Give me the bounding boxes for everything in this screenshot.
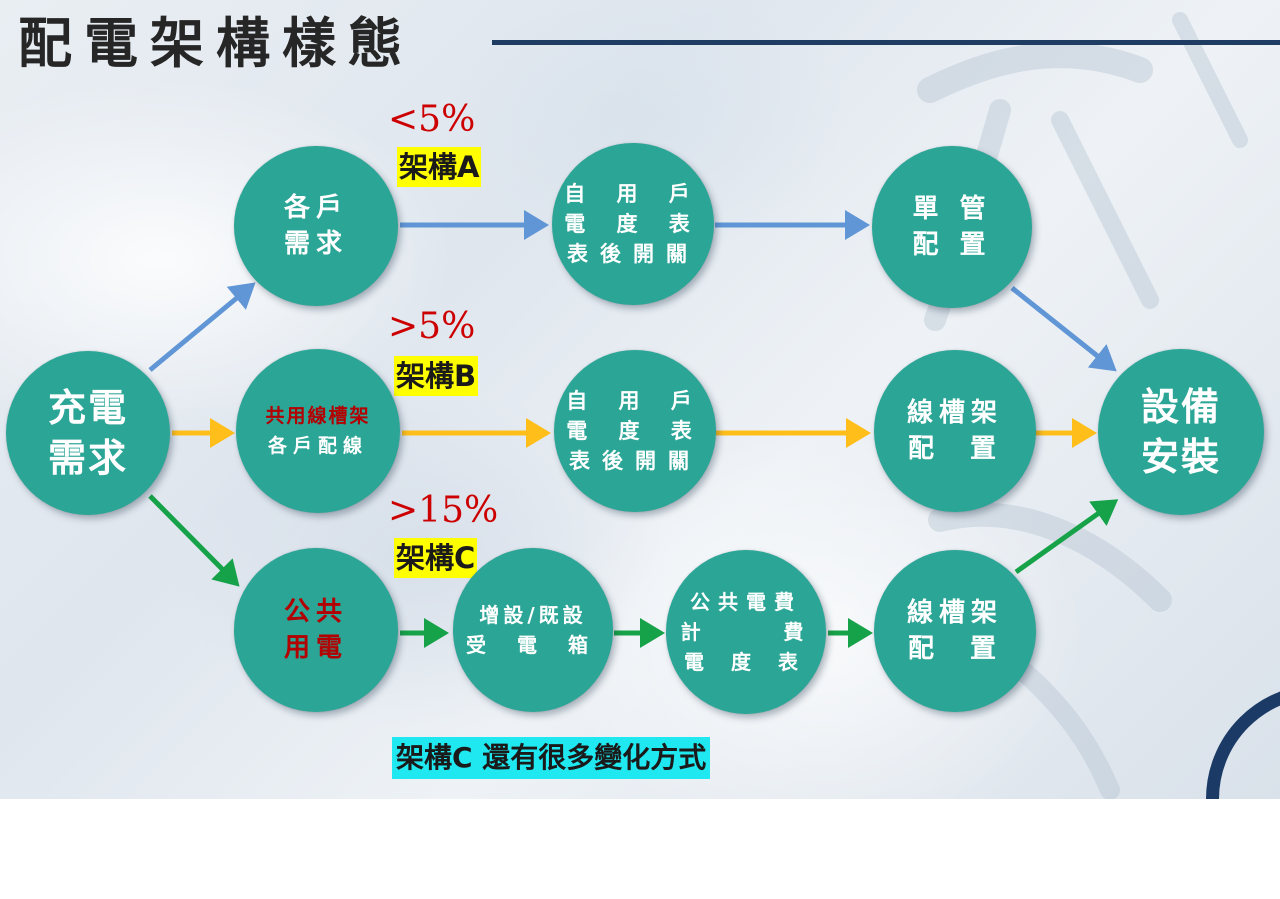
arrow-single-pipe-to-install [1010, 286, 1117, 372]
page-title: 配電架構樣態 [18, 12, 414, 75]
node-line: 需求 [283, 229, 348, 259]
node-meter-a: 自 用 戶 電 度 表 表後開關 [552, 143, 714, 305]
node-line: 共用線槽架 [265, 405, 371, 427]
node-line: 用電 [283, 633, 348, 663]
node-line: 線槽架 [906, 398, 1003, 428]
node-line: 充電 [47, 386, 128, 430]
node-line: 單 管 [912, 194, 992, 224]
node-trough-c: 線槽架 配 置 [874, 550, 1036, 712]
node-public-power: 公共 用電 [234, 548, 398, 712]
arrow-demand-to-public-power [148, 494, 240, 587]
arch-c-label: 架構C [394, 538, 478, 578]
flow-arrows [148, 210, 1119, 648]
node-line: 配 置 [912, 230, 992, 260]
arch-a-label: 架構A [397, 147, 482, 187]
node-line: 電 度 表 [566, 419, 704, 443]
node-line: 配 置 [907, 634, 1003, 664]
node-trough-b: 線槽架 配 置 [874, 350, 1036, 512]
node-meter-b: 自 用 戶 電 度 表 表後開關 [554, 350, 716, 512]
node-line: 各戶配線 [267, 435, 368, 457]
node-line: 公共 [283, 597, 348, 627]
node-line: 配 置 [907, 434, 1003, 464]
node-line: 電 度 表 [564, 212, 702, 236]
node-line: 線槽架 [906, 598, 1003, 628]
node-line: 公共電費 [690, 590, 802, 614]
node-equipment-install: 設備 安裝 [1098, 349, 1264, 515]
node-line: 表後開關 [569, 449, 701, 473]
arch-c-percent: >15% [388, 490, 499, 531]
node-line: 自 用 戶 [564, 182, 702, 206]
node-line: 表後開關 [567, 242, 699, 266]
node-single-pipe-a: 單 管 配 置 [872, 146, 1032, 308]
title-underline [492, 40, 1280, 45]
arch-b-label: 架構B [394, 356, 479, 396]
node-switchbox-c: 增設/既設 受 電 箱 [453, 548, 613, 712]
node-line: 設備 [1140, 385, 1221, 429]
node-shared-trough: 共用線槽架 各戶配線 [236, 349, 400, 513]
slide: 配電架構樣態 [0, 0, 1280, 799]
node-charging-demand: 充電 需求 [6, 351, 170, 515]
arrow-demand-to-household [148, 282, 256, 372]
node-line: 自 用 戶 [566, 389, 704, 413]
node-line: 增設/既設 [479, 603, 587, 627]
node-line: 電 度 表 [684, 650, 808, 674]
node-line: 各戶 [283, 193, 348, 223]
node-public-meter-c: 公共電費 計 費 電 度 表 [666, 550, 826, 714]
node-household-demand: 各戶 需求 [234, 146, 398, 306]
node-line: 安裝 [1140, 435, 1221, 479]
arch-a-percent: <5% [388, 99, 476, 140]
variation-note: 架構C 還有很多變化方式 [392, 737, 711, 779]
node-line: 需求 [47, 436, 128, 480]
node-line: 計 費 [680, 620, 812, 644]
node-line: 受 電 箱 [466, 633, 600, 657]
arch-b-percent: >5% [388, 306, 476, 347]
arrow-trough-c-to-install [1014, 499, 1119, 575]
